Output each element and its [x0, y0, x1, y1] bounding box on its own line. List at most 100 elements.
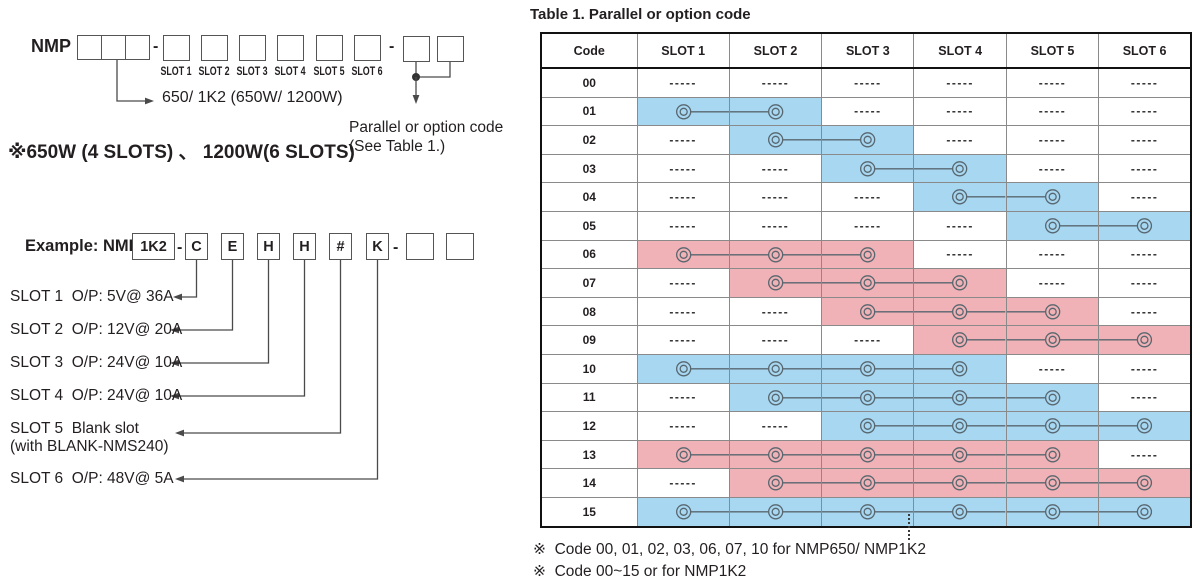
slot-cell-empty: ----- [636, 382, 730, 413]
parallel-link-icon [1006, 418, 1099, 434]
diagram-connector-lines [116, 60, 451, 483]
slot-cell-parallel [1005, 296, 1100, 327]
parallel-link-icon [914, 475, 1006, 491]
code-cell: 13 [540, 439, 638, 470]
slot-cell-parallel [1005, 182, 1100, 212]
parallel-link-icon [1006, 303, 1061, 320]
parallel-link-icon [767, 389, 822, 405]
slot-cell-parallel [1005, 496, 1100, 528]
parallel-link-icon [675, 103, 729, 120]
parallel-link-icon [675, 446, 729, 463]
slot-cell-parallel [821, 153, 915, 184]
slot-cell-empty: ----- [1098, 296, 1192, 327]
code-cell: 06 [540, 239, 638, 270]
slot-cell-parallel [821, 239, 915, 270]
dash-separator: - [177, 239, 183, 256]
slot-cell-empty: ----- [1098, 153, 1192, 184]
slot-cell-empty: ----- [728, 153, 823, 184]
slot-cell-parallel [1005, 411, 1100, 441]
table-row: 06--------------- [540, 239, 1192, 270]
code-cell: 08 [540, 296, 638, 327]
header-slot5: SLOT 5 [1005, 32, 1100, 69]
slot5-code-box [316, 35, 343, 61]
slot-cell-parallel [821, 382, 915, 413]
parallel-link-icon [675, 361, 729, 377]
table-row: 14----- [540, 468, 1192, 498]
slot-cell-empty: ----- [1005, 125, 1100, 155]
slot-cell-empty: ----- [728, 325, 823, 355]
wattage-slots-note: ※650W (4 SLOTS) 、 1200W(6 SLOTS) [8, 142, 355, 163]
slot-cell-parallel [728, 382, 823, 413]
slot-cell-parallel [913, 296, 1007, 327]
parallel-link-icon [914, 446, 1006, 463]
code-cell: 07 [540, 268, 638, 298]
slot4-label: SLOT 4 [274, 64, 306, 78]
slot1-code-box [163, 35, 190, 61]
table-note-2: ※ Code 00~15 or for NMP1K2 [533, 563, 747, 580]
code-cell: 15 [540, 496, 638, 528]
slot-cell-parallel [913, 439, 1007, 470]
slot-cell-empty: ----- [636, 210, 730, 241]
parallel-link-icon [914, 504, 1006, 520]
table-header-row: Code SLOT 1 SLOT 2 SLOT 3 SLOT 4 SLOT 5 … [540, 32, 1192, 69]
table-row: 01-------------------- [540, 96, 1192, 127]
slot-cell-parallel [821, 411, 915, 441]
parallel-option-note-line1: Parallel or option code [349, 119, 504, 136]
slot-cell-parallel [636, 96, 730, 127]
slot-cell-empty: ----- [1098, 353, 1192, 384]
code-cell: 00 [540, 67, 638, 98]
parallel-link-icon [860, 418, 914, 434]
example-slot3-box: H [257, 233, 280, 260]
header-slot1: SLOT 1 [636, 32, 730, 69]
model-prefix-label: NMP [31, 36, 71, 56]
slot-cell-empty: ----- [728, 210, 823, 241]
parallel-link-icon [914, 303, 1006, 320]
parallel-link-icon [1099, 218, 1153, 234]
slot-cell-empty: ----- [636, 468, 730, 498]
slot-cell-empty: ----- [728, 67, 823, 98]
slot-cell-empty: ----- [913, 96, 1007, 127]
code-cell: 01 [540, 96, 638, 127]
slot-cell-empty: ----- [728, 296, 823, 327]
slot-cell-empty: ----- [1005, 96, 1100, 127]
parallel-link-icon [952, 332, 1006, 348]
example-option-box-2 [446, 233, 474, 260]
slot-cell-parallel [821, 468, 915, 498]
parallel-link-icon [914, 361, 968, 377]
slot-cell-parallel [821, 268, 915, 298]
slot-cell-parallel [1098, 411, 1192, 441]
code-cell: 12 [540, 411, 638, 441]
dash-separator: - [393, 239, 399, 256]
slot-cell-parallel [913, 325, 1007, 355]
slot-cell-empty: ----- [636, 296, 730, 327]
slot-cell-empty: ----- [913, 239, 1007, 270]
slot-cell-empty: ----- [821, 67, 915, 98]
parallel-link-icon [914, 389, 1006, 405]
slot-cell-empty: ----- [636, 325, 730, 355]
slot-cell-empty: ----- [913, 125, 1007, 155]
option-code-box-1 [403, 36, 430, 62]
slot1-label: SLOT 1 [160, 64, 192, 78]
parallel-link-icon [675, 246, 729, 263]
code-cell: 10 [540, 353, 638, 384]
parallel-link-icon [767, 132, 822, 148]
parallel-link-icon [729, 504, 822, 520]
header-slot6: SLOT 6 [1098, 32, 1192, 69]
slot-cell-parallel [728, 468, 823, 498]
slot-cell-parallel [728, 268, 823, 298]
slot-cell-parallel [636, 439, 730, 470]
slot-cell-parallel [728, 353, 823, 384]
slot6-code-box [354, 35, 381, 61]
slot-cell-empty: ----- [1098, 382, 1192, 413]
parallel-link-icon [822, 504, 914, 520]
parallel-link-icon [1099, 332, 1153, 348]
slot-cell-empty: ----- [1098, 439, 1192, 470]
slot4-code-box [277, 35, 304, 61]
slot-cell-parallel [728, 125, 823, 155]
slot-cell-parallel [1005, 325, 1100, 355]
parallel-link-icon [822, 246, 876, 263]
slot-cell-empty: ----- [821, 182, 915, 212]
slot-cell-empty: ----- [636, 182, 730, 212]
slot3-label: SLOT 3 [236, 64, 268, 78]
